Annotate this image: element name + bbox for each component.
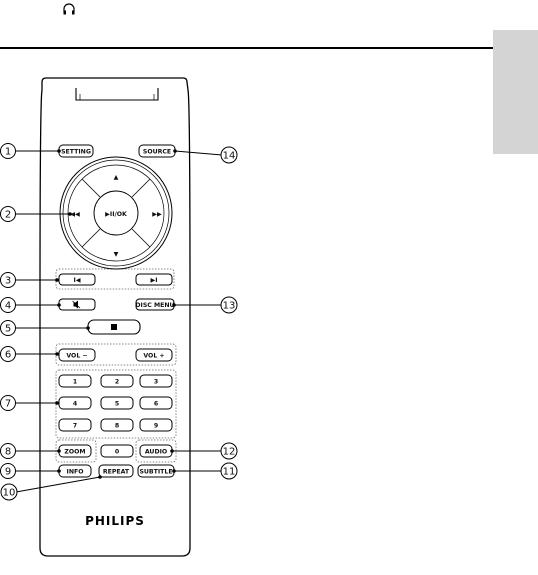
digit-key-6[interactable]: 6 — [140, 397, 172, 409]
callout-13: 13 — [221, 297, 237, 313]
callout-9: 9 — [1, 464, 16, 479]
callout-11: 11 — [221, 463, 237, 479]
svg-text:1: 1 — [73, 379, 77, 386]
disc-menu-button[interactable]: DISC MENU — [135, 299, 174, 310]
brand-logo: PHILIPS — [85, 514, 145, 528]
svg-text:6: 6 — [5, 350, 11, 361]
svg-text:13: 13 — [223, 301, 236, 312]
svg-text:REPEAT: REPEAT — [103, 469, 130, 476]
svg-text:VOL −: VOL − — [66, 353, 87, 360]
svg-text:10: 10 — [3, 488, 16, 499]
svg-text:12: 12 — [223, 447, 236, 458]
digit-key-7[interactable]: 7 — [59, 419, 91, 431]
stop-button[interactable] — [88, 320, 140, 334]
digit-key-9[interactable]: 9 — [140, 419, 172, 431]
svg-text:2: 2 — [115, 379, 119, 386]
svg-text:VOL +: VOL + — [143, 353, 164, 360]
callout-8: 8 — [1, 444, 16, 459]
svg-text:4: 4 — [5, 301, 11, 312]
svg-text:9: 9 — [5, 467, 11, 478]
svg-text:4: 4 — [73, 401, 78, 408]
svg-text:SOURCE: SOURCE — [143, 149, 171, 156]
digit-key-2[interactable]: 2 — [101, 375, 133, 387]
svg-text:SUBTITLE: SUBTITLE — [139, 469, 172, 476]
svg-text:DISC MENU: DISC MENU — [135, 302, 174, 309]
repeat-button[interactable]: REPEAT — [99, 465, 133, 477]
svg-text:2: 2 — [5, 210, 11, 221]
source-button[interactable]: SOURCE — [139, 145, 175, 157]
info-button[interactable]: INFO — [59, 465, 91, 477]
audio-button[interactable]: AUDIO — [140, 445, 172, 457]
svg-text:14: 14 — [223, 151, 236, 162]
digit-key-1[interactable]: 1 — [59, 375, 91, 387]
svg-text:8: 8 — [5, 447, 11, 458]
svg-text:9: 9 — [154, 423, 158, 430]
up-arrow-icon[interactable]: ▲ — [114, 174, 119, 181]
svg-text:SETTING: SETTING — [61, 149, 91, 156]
svg-text:8: 8 — [115, 423, 119, 430]
callout-3: 3 — [1, 273, 16, 288]
svg-text:7: 7 — [73, 423, 77, 430]
volume-up-button[interactable]: VOL + — [136, 349, 172, 361]
callout-7: 7 — [1, 396, 16, 411]
callout-10: 10 — [1, 484, 17, 500]
svg-text:5: 5 — [5, 324, 11, 335]
setting-button[interactable]: SETTING — [59, 145, 93, 157]
next-button[interactable]: ▶I — [136, 274, 172, 285]
fast-forward-icon[interactable]: ▶▶ — [152, 211, 162, 218]
callout-1: 1 — [1, 144, 16, 159]
svg-text:3: 3 — [154, 379, 158, 386]
callout-12: 12 — [221, 443, 237, 459]
svg-text:INFO: INFO — [67, 469, 84, 476]
digit-key-8[interactable]: 8 — [101, 419, 133, 431]
digit-key-3[interactable]: 3 — [140, 375, 172, 387]
previous-icon: I◀ — [73, 277, 80, 284]
down-arrow-icon[interactable]: ▼ — [114, 251, 119, 258]
stop-icon — [111, 324, 117, 330]
callout-4: 4 — [1, 298, 16, 313]
digit-key-5[interactable]: 5 — [101, 397, 133, 409]
svg-text:AUDIO: AUDIO — [145, 449, 167, 456]
svg-text:ZOOM: ZOOM — [64, 449, 85, 456]
subtitle-button[interactable]: SUBTITLE — [138, 465, 174, 477]
callout-2: 2 — [1, 207, 16, 222]
digit-key-4[interactable]: 4 — [59, 397, 91, 409]
play-ok-button[interactable]: ▶II/OK — [105, 211, 127, 218]
zoom-button[interactable]: ZOOM — [59, 445, 91, 457]
svg-text:3: 3 — [5, 276, 11, 287]
svg-text:1: 1 — [5, 147, 11, 158]
svg-text:0: 0 — [115, 449, 120, 456]
svg-text:5: 5 — [115, 401, 119, 408]
volume-down-button[interactable]: VOL − — [59, 349, 95, 361]
callout-5: 5 — [1, 321, 16, 336]
callout-6: 6 — [1, 347, 16, 362]
mute-button[interactable] — [59, 299, 95, 310]
svg-text:6: 6 — [154, 401, 158, 408]
next-icon: ▶I — [150, 277, 157, 284]
previous-button[interactable]: I◀ — [59, 274, 95, 285]
svg-text:7: 7 — [5, 399, 11, 410]
digit-key-0[interactable]: 0 — [101, 445, 133, 457]
callout-14: 14 — [221, 147, 237, 163]
svg-text:11: 11 — [223, 467, 236, 478]
